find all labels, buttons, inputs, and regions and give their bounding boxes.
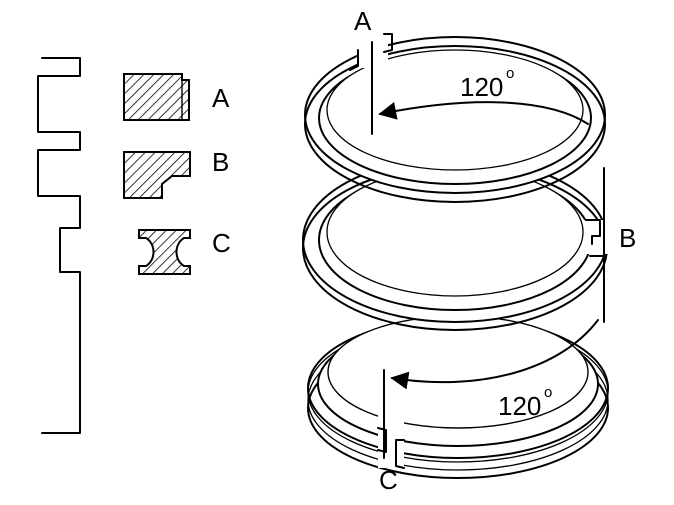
ring-gap-b-label: B: [619, 223, 636, 253]
section-a: [123, 73, 190, 121]
upper-angle-arrow: [378, 101, 589, 125]
ring-top: [304, 30, 606, 203]
section-c: [138, 229, 191, 275]
piston-groove-profile: [37, 57, 81, 434]
ring-gap-c-label: C: [379, 465, 398, 495]
ring-bottom: [307, 315, 609, 479]
ring-gap-a-label: A: [354, 6, 372, 36]
section-c-label: C: [212, 228, 231, 258]
lower-angle-arrow: [390, 319, 599, 390]
upper-angle-label: 120: [460, 72, 503, 102]
section-a-label: A: [212, 83, 230, 113]
upper-degree-mark: o: [506, 65, 514, 82]
section-a-profile: [123, 73, 190, 121]
section-b-label: B: [212, 147, 229, 177]
section-c-profile: [138, 229, 191, 275]
ring-middle: [302, 157, 614, 331]
lower-angle-label: 120: [498, 391, 541, 421]
lower-degree-mark: o: [544, 384, 552, 401]
groove-outline: [37, 57, 81, 434]
section-b-profile: [123, 151, 191, 199]
section-b: [123, 151, 191, 199]
